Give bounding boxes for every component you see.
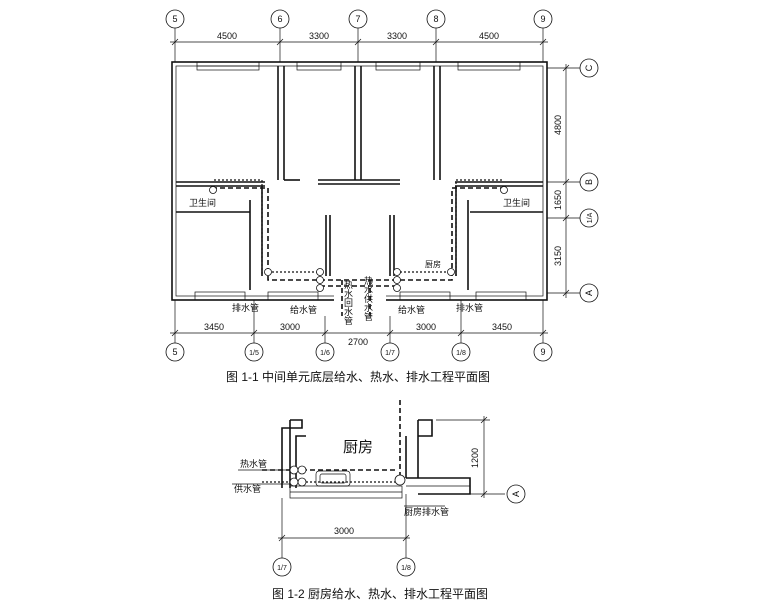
axis-label: 8 xyxy=(433,14,438,24)
drain-riser xyxy=(394,474,406,486)
riser-marker xyxy=(500,186,508,194)
pipe-risers xyxy=(209,186,508,292)
supply-pipe-label-left: 给水管 xyxy=(290,304,317,316)
dim-text: 3450 xyxy=(492,322,512,332)
riser-marker xyxy=(393,284,401,292)
riser-marker xyxy=(316,268,324,276)
axis-bubble-1-5 xyxy=(244,342,264,362)
axis-label: 9 xyxy=(540,347,545,357)
dim-text: 3000 xyxy=(334,526,354,536)
axis-label: C xyxy=(584,64,594,71)
supply-riser xyxy=(297,477,307,487)
hot-pipe-label: 热水管 xyxy=(240,458,267,470)
dim-text: 3300 xyxy=(309,31,329,41)
axis-label: A xyxy=(584,290,594,296)
axis-label: 1/6 xyxy=(320,350,330,357)
axis-label: 7 xyxy=(355,14,360,24)
hot-water-supply-label: 热水供水管 xyxy=(362,275,373,321)
axis-bubble-9-top xyxy=(533,9,553,29)
axis-label: 6 xyxy=(277,14,282,24)
drain-pipe-label-right: 排水管 xyxy=(456,302,483,314)
axis-bubble-1-6 xyxy=(315,342,335,362)
dim-text: 3450 xyxy=(204,322,224,332)
axis-bubble-8-top xyxy=(426,9,446,29)
drain-pipe-label: 厨房排水管 xyxy=(404,506,449,518)
dim-text: 1200 xyxy=(470,448,480,468)
dim-text: 2700 xyxy=(348,337,368,347)
window xyxy=(194,291,246,301)
drain-pipe-label-left: 排水管 xyxy=(232,302,259,314)
axis-bubble-C xyxy=(579,58,599,78)
right-axis: 4800 1650 3150 C B 1/A A xyxy=(547,58,599,303)
kitchen-title: 厨房 xyxy=(343,438,373,456)
bathroom-label-right: 卫生间 xyxy=(503,197,530,209)
axis-label: 9 xyxy=(540,14,545,24)
axis-bubble-A xyxy=(579,283,599,303)
axis-label: 1/7 xyxy=(277,565,287,572)
dim-text: 1650 xyxy=(553,190,563,210)
hot-riser xyxy=(289,465,299,475)
supply-pipe-label-right: 给水管 xyxy=(398,304,425,316)
pipe-lines xyxy=(212,179,506,316)
axis-bubble-7-top xyxy=(348,9,368,29)
figure-caption-1-1: 图 1-1 中间单元底层给水、热水、排水工程平面图 xyxy=(226,369,490,384)
dim-text: 3000 xyxy=(416,322,436,332)
window xyxy=(267,291,319,301)
axis-bubble-1-8-2 xyxy=(396,557,416,577)
building-walls xyxy=(171,61,548,302)
axis-label: 1/7 xyxy=(385,350,395,357)
supply-pipe-label: 供水管 xyxy=(234,483,261,495)
dim-text: 4500 xyxy=(479,31,499,41)
hot-riser xyxy=(297,465,307,475)
axis-bubble-B xyxy=(579,172,599,192)
riser-marker xyxy=(209,186,217,194)
supply-riser xyxy=(289,477,299,487)
axis-label: 1/8 xyxy=(456,350,466,357)
riser-marker xyxy=(316,284,324,292)
top-dimension: 4500 3300 3300 4500 xyxy=(170,31,548,46)
dim-text: 3150 xyxy=(553,246,563,266)
axis-label: B xyxy=(584,179,594,185)
bathroom-label-left: 卫生间 xyxy=(189,197,216,209)
figure-caption-1-2: 图 1-2 厨房给水、热水、排水工程平面图 xyxy=(272,586,488,601)
axis-bubble-5-bottom xyxy=(165,342,185,362)
axis-bubble-A-2 xyxy=(506,484,526,504)
dim-text: 3300 xyxy=(387,31,407,41)
dim-text: 4800 xyxy=(553,115,563,135)
axis-bubble-1-7-2 xyxy=(272,557,292,577)
axis-bubble-1-7 xyxy=(380,342,400,362)
dim-text: 3000 xyxy=(280,322,300,332)
axis-label: 1/A xyxy=(587,212,594,223)
top-axis-bubbles: 5 6 7 8 9 xyxy=(165,9,553,62)
plan-1-2: 厨房 热水管 供水管 厨房排水管 1200 A 3000 xyxy=(232,400,526,601)
axis-label: 1/5 xyxy=(249,350,259,357)
axis-bubble-9-bottom xyxy=(533,342,553,362)
window xyxy=(399,291,451,301)
axis-bubble-1A xyxy=(579,208,599,228)
axis-label: A xyxy=(511,491,521,497)
axis-bubble-1-8 xyxy=(451,342,471,362)
axis-label: 5 xyxy=(172,14,177,24)
hot-water-return-label: 热水回水管 xyxy=(342,279,353,325)
axis-bubble-6-top xyxy=(270,9,290,29)
kitchen-label: 厨房 xyxy=(425,259,441,269)
riser-marker xyxy=(393,276,401,284)
plan-1-1: 5 6 7 8 9 4500 3300 3300 4500 xyxy=(165,9,599,384)
axis-bubble-5-top xyxy=(165,9,185,29)
sink-icon xyxy=(315,470,351,487)
riser-marker xyxy=(316,276,324,284)
axis-label: 1/8 xyxy=(401,565,411,572)
window xyxy=(475,291,527,301)
riser-marker xyxy=(393,268,401,276)
riser-marker xyxy=(447,268,455,276)
axis-label: 5 xyxy=(172,347,177,357)
bottom-dimension: 3450 3000 2700 3000 3450 5 1/5 1/6 1/7 1… xyxy=(165,300,553,362)
dim-text: 4500 xyxy=(217,31,237,41)
riser-marker xyxy=(264,268,272,276)
